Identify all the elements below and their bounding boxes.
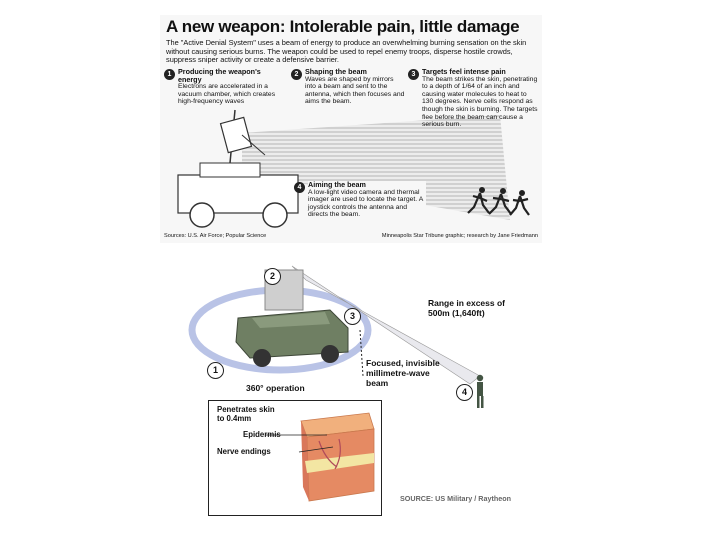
range-label: Range in excess of 500m (1,640ft) <box>428 298 523 318</box>
operation-label: 360° operation <box>246 383 305 393</box>
step-2: Shaping the beam Waves are shaped by mir… <box>305 68 405 106</box>
step-3-marker: 3 <box>408 69 419 80</box>
marker-4: 4 <box>456 384 473 401</box>
marker-1: 1 <box>207 362 224 379</box>
step-4: Aiming the beam A low-light video camera… <box>308 181 426 219</box>
skin-cross-section: Penetrates skin to 0.4mm Epidermis Nerve… <box>208 400 382 516</box>
step-1-marker: 1 <box>164 69 175 80</box>
step-3-text: The beam strikes the skin, penetrating t… <box>422 76 538 129</box>
marker-3: 3 <box>344 308 361 325</box>
marker-2: 2 <box>264 268 281 285</box>
penetration-label: Penetrates skin to 0.4mm <box>217 405 281 423</box>
step-2-marker: 2 <box>291 69 302 80</box>
beam-label: Focused, invisible millimetre-wave beam <box>366 358 452 388</box>
step-1: Producing the weapon's energy Electrons … <box>178 68 278 106</box>
target-person <box>477 375 484 408</box>
step-4-marker: 4 <box>294 182 305 193</box>
step-2-text: Waves are shaped by mirrors into a beam … <box>305 76 404 106</box>
diagram-source: SOURCE: US Military / Raytheon <box>400 494 511 503</box>
source-left: Sources: U.S. Air Force; Popular Science <box>164 233 266 239</box>
infographic-panel: A new weapon: Intolerable pain, little d… <box>160 15 542 243</box>
epidermis-label: Epidermis <box>243 430 281 439</box>
step-3: Targets feel intense pain The beam strik… <box>422 68 538 129</box>
source-right: Minneapolis Star Tribune graphic; resear… <box>382 233 538 239</box>
step-4-text: A low-light video camera and thermal ima… <box>308 189 423 219</box>
vehicle-drawing <box>236 270 348 367</box>
step-3-heading: Targets feel intense pain <box>422 68 538 76</box>
step-4-heading: Aiming the beam <box>308 181 426 189</box>
step-2-heading: Shaping the beam <box>305 68 405 76</box>
step-1-heading: Producing the weapon's energy <box>178 68 278 83</box>
nerve-endings-label: Nerve endings <box>217 447 271 456</box>
diagram-panel: 1 2 3 4 360° operation Range in excess o… <box>180 258 530 520</box>
step-1-text: Electrons are accelerated in a vacuum ch… <box>178 83 275 105</box>
